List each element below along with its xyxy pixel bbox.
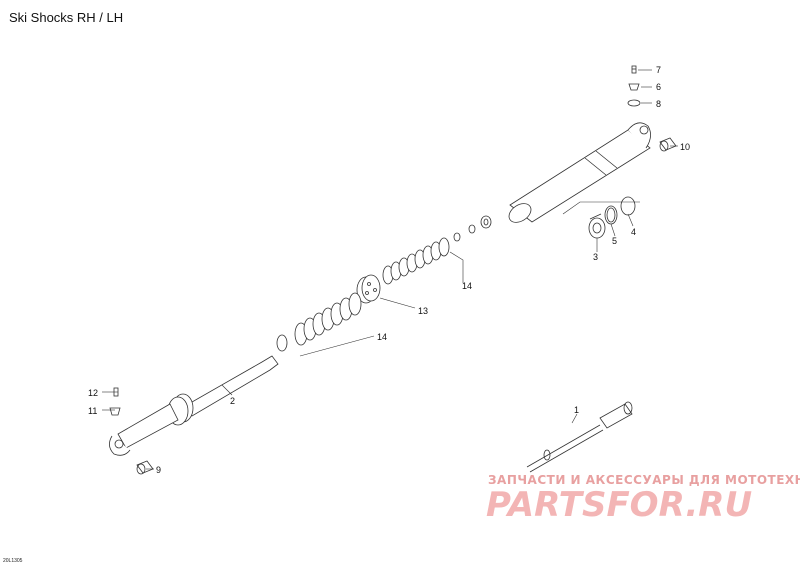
nut-11-part [109, 407, 121, 416]
diagram-title: Ski Shocks RH / LH [9, 10, 124, 25]
leader-lines [102, 69, 678, 470]
ring-4-part [620, 196, 636, 216]
callout-3: 3 [593, 252, 598, 262]
callout-8: 8 [656, 99, 661, 109]
drawing-code: 20L1305 [3, 558, 23, 564]
complete-shock-1-part [526, 401, 633, 473]
seal-3-part [588, 213, 606, 239]
callout-12: 12 [88, 388, 98, 398]
washer-part [276, 334, 288, 352]
callout-5: 5 [612, 236, 617, 246]
nut-part [480, 215, 492, 229]
callout-13: 13 [418, 306, 428, 316]
callout-14-lower: 14 [377, 332, 387, 342]
callout-14-upper: 14 [462, 281, 472, 291]
callout-10: 10 [680, 142, 690, 152]
callout-4: 4 [631, 227, 636, 237]
callout-6: 6 [656, 82, 661, 92]
spring-stack-upper-part [382, 237, 450, 285]
callout-1: 1 [574, 405, 579, 415]
shock-body-part [508, 122, 651, 223]
washer-part [468, 224, 476, 234]
callout-7: 7 [656, 65, 661, 75]
callout-9: 9 [156, 465, 161, 475]
callout-2: 2 [230, 396, 235, 406]
watermark-logo: PARTSFOR.RU [486, 485, 752, 525]
seal-5-part [604, 205, 618, 225]
callout-11: 11 [88, 406, 97, 416]
shaft-assembly-2-part [109, 355, 279, 456]
spring-stack-lower-part [294, 292, 362, 346]
bushing-9-part [136, 460, 154, 475]
washer-6-part [628, 83, 640, 91]
piston-13-part [356, 274, 381, 304]
washer-part [453, 232, 461, 242]
watermark-tagline: ЗАПЧАСТИ И АКСЕССУАРЫ ДЛЯ МОТОТЕХНИКИ [488, 473, 800, 487]
o-ring-8-part [627, 99, 641, 107]
bushing-10-part [659, 137, 677, 152]
bolt-7-part [631, 65, 637, 74]
